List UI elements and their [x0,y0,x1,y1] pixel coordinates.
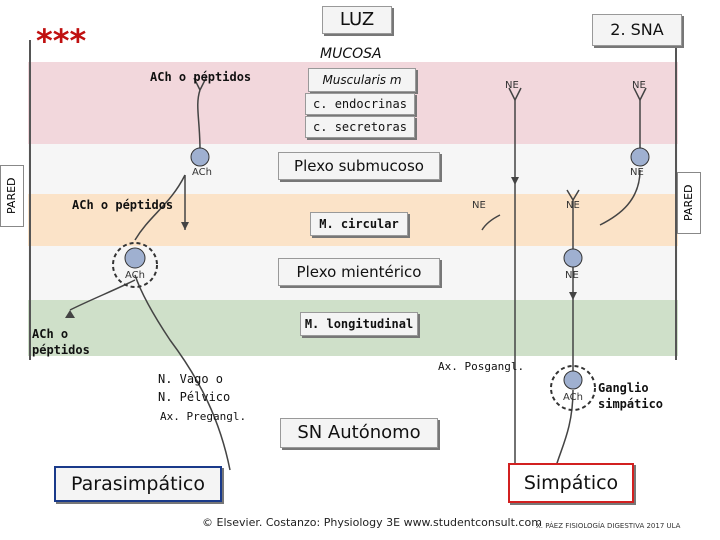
ne-label-top-left: NE [505,80,519,91]
credit-footer: © Elsevier. Costanzo: Physiology 3E www.… [202,516,542,529]
ach-peptidos-top-label: ACh o péptidos [150,70,252,84]
sn-autonomo-box: SN Autónomo [280,418,438,448]
mucosa-label: MUCOSA [320,46,382,62]
submucosal-ne-neuron [630,147,650,167]
ganglio-label: Ganglio simpático [598,381,664,411]
parasimpatico-box: Parasimpático [54,466,222,502]
ach-label-mienteric: ACh [125,270,145,281]
nervio-vago-label: N. Vago o [158,372,224,386]
stars-label: *** [36,22,87,60]
ach-label-ganglion: ACh [563,392,583,403]
ne-label-mienteric: NE [565,270,579,281]
ach-peptidos-low-label: ACh o péptidos [32,327,90,357]
m-longitudinal-label: M. longitudinal [300,312,418,336]
mienteric-ne-neuron [563,248,583,268]
m-circular-label: M. circular [310,212,408,236]
ach-peptidos-mid-label: ACh o péptidos [72,198,174,212]
ax-pregangl-label: Ax. Pregangl. [160,410,247,423]
author-footer: X. PÁEZ FISIOLOGÍA DIGESTIVA 2017 ULA [536,522,681,530]
wall-label-right: PARED [677,172,701,234]
ax-pregangl-line [134,274,231,471]
submucosal-ach-neuron [190,147,210,167]
simpatico-box: Simpático [508,463,634,503]
plexo-submucoso-label: Plexo submucoso [278,152,440,180]
mienteric-ach-neuron [124,247,146,269]
ach-label-submucosal: ACh [192,167,212,178]
wall-label-left: PARED [0,165,24,227]
ne-label-circular-right: NE [566,200,580,211]
luz-label: LUZ [322,6,392,34]
ne-label-circular-left: NE [472,200,486,211]
muscularis-m-label: Muscularis m [308,68,416,92]
secretoras-label: c. secretoras [305,116,415,138]
ax-posgangl-label: Ax. Posgangl. [438,360,525,373]
endocrinas-label: c. endocrinas [305,93,415,115]
sna-box: 2. SNA [592,14,682,46]
plexo-mienterico-label: Plexo mientérico [278,258,440,286]
nervio-pelvico-label: N. Pélvico [158,390,231,404]
ne-label-submucosal: NE [630,167,644,178]
ganglion-neuron [563,370,583,390]
ne-label-top-right: NE [632,80,646,91]
